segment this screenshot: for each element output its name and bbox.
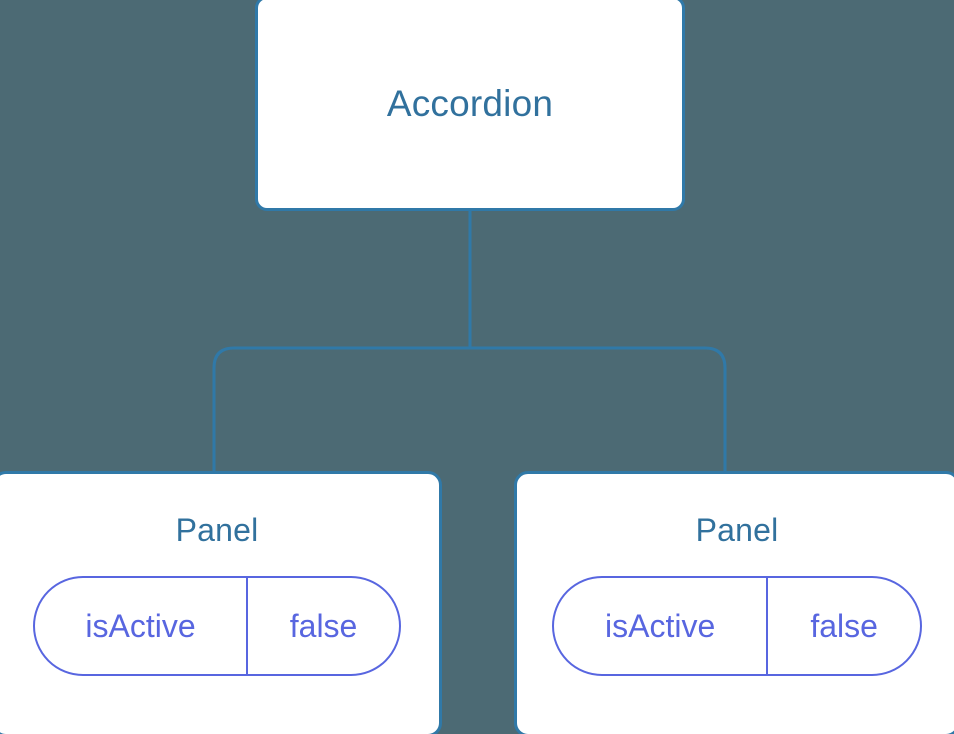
node-panel-1-state-key: isActive	[605, 608, 716, 644]
node-panel-1[interactable]: Panel isActive false	[514, 471, 954, 734]
node-panel-0-state-key: isActive	[85, 608, 196, 644]
node-panel-1-state-pill[interactable]: isActive false	[552, 576, 922, 676]
edge-root-to-panel-0	[212, 346, 470, 473]
edge-root-to-panel-1	[470, 346, 727, 473]
node-panel-0[interactable]: Panel isActive false	[0, 471, 442, 734]
node-accordion[interactable]: Accordion	[255, 0, 685, 211]
node-accordion-label: Accordion	[386, 83, 554, 124]
node-panel-1-state-value: false	[766, 578, 920, 674]
node-panel-0-label: Panel	[175, 512, 259, 548]
node-panel-0-state-pill[interactable]: isActive false	[33, 576, 401, 676]
node-panel-0-state-value: false	[246, 578, 399, 674]
node-panel-1-label: Panel	[695, 512, 779, 548]
